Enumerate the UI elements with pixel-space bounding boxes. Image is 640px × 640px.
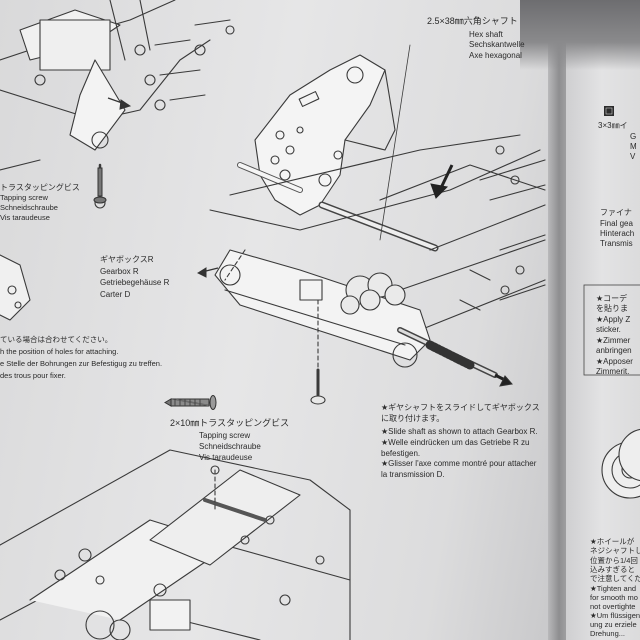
sticker-5: ★Zimmer — [596, 336, 631, 345]
screw-icon — [164, 395, 217, 410]
sticker-7: ★Apposer — [596, 357, 633, 366]
right-step-label: 3×3㎜イ — [598, 121, 628, 130]
lower-chassis-drawing — [0, 449, 351, 640]
upper-left-screw-icon — [93, 167, 107, 204]
direction-arrows — [107, 97, 513, 387]
upper-screw-label-de: Schneidschraube — [0, 203, 58, 212]
sticker-3: ★Apply Z — [596, 315, 631, 324]
upper-screw-label-en: Tapping screw — [0, 193, 48, 202]
wheel-3: 位置から1/4回 — [590, 556, 638, 565]
gearbox-label-fr: Carter D — [100, 290, 131, 299]
wheel-drawing — [601, 428, 640, 499]
gearbox-label-de: Getriebegehäuse R — [100, 278, 170, 287]
sticker-4: sticker. — [596, 325, 621, 334]
upper-screw-label-fr: Vis taraudeuse — [0, 213, 50, 222]
gearbox-label-ja: ギヤボックスR — [100, 255, 154, 264]
gearbox-housing — [254, 54, 396, 216]
screw-label-ja: 2×10㎜トラスタッピングビス — [170, 418, 290, 428]
upper-chassis-drawing — [0, 0, 235, 209]
sticker-1: ★コーデ — [596, 294, 628, 303]
final-gear-3: Hinterach — [600, 229, 635, 238]
right-step-line-2: M — [630, 142, 637, 151]
right-manual-page — [566, 40, 640, 640]
final-gear-2: Final gea — [600, 219, 633, 228]
wheel-4: 込みすぎると — [590, 565, 635, 574]
wheel-6: ★Tighten and — [590, 584, 637, 593]
gearbox-screw — [310, 368, 326, 405]
background-shadow — [520, 0, 640, 70]
sticker-6: anbringen — [596, 346, 632, 355]
screw-label-de: Schneidschraube — [199, 442, 261, 451]
sticker-8: Zimmerit. — [596, 367, 630, 376]
right-step-line-3: V — [630, 152, 636, 161]
slide-note-ja: ★ギヤシャフトをスライドしてギヤボックスに取り付けます。 — [381, 403, 540, 423]
step-icon — [604, 106, 614, 116]
right-step-line-1: G — [630, 132, 637, 141]
wheel-10: ung zu erziele — [590, 620, 637, 629]
screw-label-fr: Vis taraudeuse — [199, 453, 253, 462]
hex-shaft-label-fr: Axe hexagonal — [469, 51, 522, 60]
hole-note-fr: des trous pour fixer. — [0, 371, 66, 380]
gear-cluster — [340, 272, 406, 315]
right-note-box — [583, 284, 640, 376]
gearbox-label-en: Gearbox R — [100, 267, 139, 276]
slide-note-en: ★Slide shaft as shown to attach Gearbox … — [381, 427, 538, 436]
wheel-1: ★ホイールが — [590, 537, 635, 546]
final-gear-4: Transmis — [600, 239, 633, 248]
upper-screw-label-ja: トラスタッピングビス — [0, 183, 80, 192]
wheel-8: not overtighte — [590, 602, 636, 611]
wheel-7: for smooth mo — [590, 593, 638, 602]
hex-shaft-label-de: Sechskantwelle — [469, 40, 525, 49]
slide-note-de: ★Welle eindrücken um das Getriebe R zu b… — [381, 438, 530, 458]
hex-shaft-label-en: Hex shaft — [469, 30, 503, 39]
hole-note-ja: ている場合は合わせてください。 — [0, 335, 113, 344]
wheel-11: Drehung... — [590, 629, 626, 638]
hole-note-en: h the position of holes for attaching. — [0, 347, 119, 356]
hex-shaft-label-ja: 2.5×38㎜六角シャフト — [427, 16, 518, 26]
chassis-frame — [214, 249, 431, 368]
screw-label-en: Tapping screw — [199, 431, 251, 440]
hole-note-de: e Stelle der Bohrungen zur Befestigug zu… — [0, 359, 163, 368]
final-gear-1: ファイナ — [600, 208, 632, 217]
sticker-2: を貼りま — [596, 304, 628, 313]
wheel-5: で注意してくだ — [590, 574, 640, 583]
wheel-9: ★Um flüssigen — [590, 611, 640, 620]
page-spine — [548, 0, 570, 640]
wheel-2: ネジシャフトし — [590, 546, 640, 555]
slide-note-fr: ★Glisser l'axe comme montré pour attache… — [381, 459, 537, 479]
